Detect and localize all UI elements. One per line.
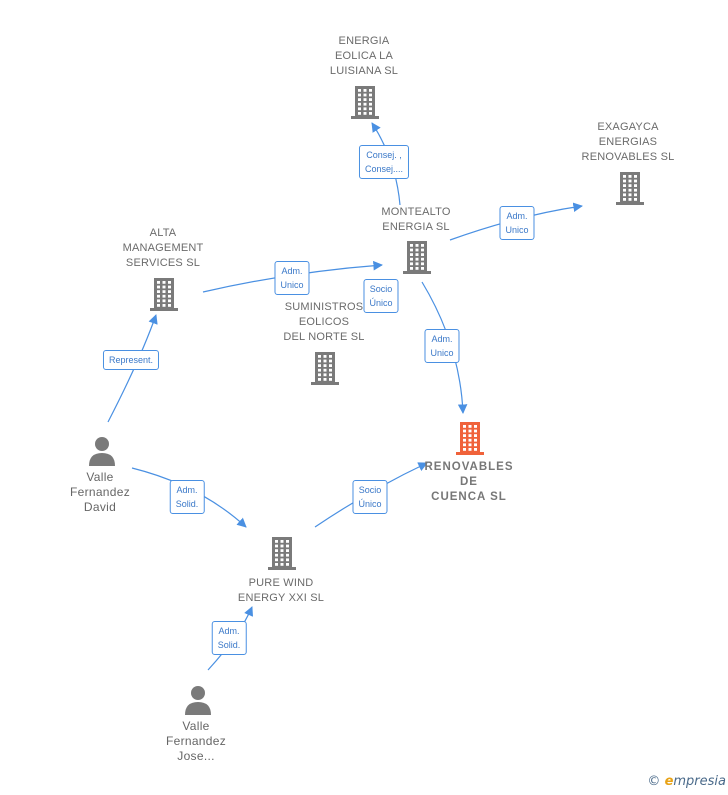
relation-label-adm-unico-renovables[interactable]: Adm. Unico <box>424 329 460 363</box>
relation-label-socio-unico-montealto[interactable]: Socio Único <box>363 279 399 313</box>
brand-logo-letter: e <box>664 774 674 789</box>
copyright-icon: © <box>647 774 661 789</box>
building-icon[interactable] <box>309 350 341 386</box>
footer-brand[interactable]: © empresia <box>647 774 726 789</box>
relation-label-adm-solid-jose[interactable]: Adm. Solid. <box>211 621 247 655</box>
building-icon[interactable] <box>401 239 433 275</box>
relation-label-represent[interactable]: Represent. <box>102 350 160 370</box>
relation-label-socio-unico-pure[interactable]: Socio Único <box>352 480 388 514</box>
building-icon[interactable] <box>614 170 646 206</box>
person-icon[interactable] <box>87 435 117 467</box>
relation-label-consej[interactable]: Consej. , Consej.... <box>358 145 410 179</box>
relation-label-adm-unico-exagayca[interactable]: Adm. Unico <box>499 206 535 240</box>
person-label-valle-david[interactable]: Valle Fernandez David <box>69 470 131 514</box>
person-label-valle-jose[interactable]: Valle Fernandez Jose... <box>165 719 227 763</box>
person-icon[interactable] <box>183 684 213 716</box>
company-label-exagayca[interactable]: EXAGAYCA ENERGIAS RENOVABLES SL <box>581 121 675 163</box>
company-label-renovables[interactable]: RENOVABLES DE CUENCA SL <box>424 461 514 503</box>
company-label-alta[interactable]: ALTA MANAGEMENT SERVICES SL <box>122 227 204 269</box>
building-icon[interactable] <box>266 535 298 571</box>
company-label-suministros[interactable]: SUMINISTROS EOLICOS DEL NORTE SL <box>283 301 365 343</box>
relation-label-adm-solid-david[interactable]: Adm. Solid. <box>169 480 205 514</box>
company-label-pure-wind[interactable]: PURE WIND ENERGY XXI SL <box>237 577 325 604</box>
company-label-energia-eolica[interactable]: ENERGIA EOLICA LA LUISIANA SL <box>329 35 399 77</box>
building-icon[interactable] <box>454 420 486 456</box>
relation-label-adm-unico-alta[interactable]: Adm. Unico <box>274 261 310 295</box>
brand-name: mpresia <box>673 774 726 789</box>
building-icon[interactable] <box>349 84 381 120</box>
company-label-montealto[interactable]: MONTEALTO ENERGIA SL <box>381 206 451 233</box>
building-icon[interactable] <box>148 276 180 312</box>
